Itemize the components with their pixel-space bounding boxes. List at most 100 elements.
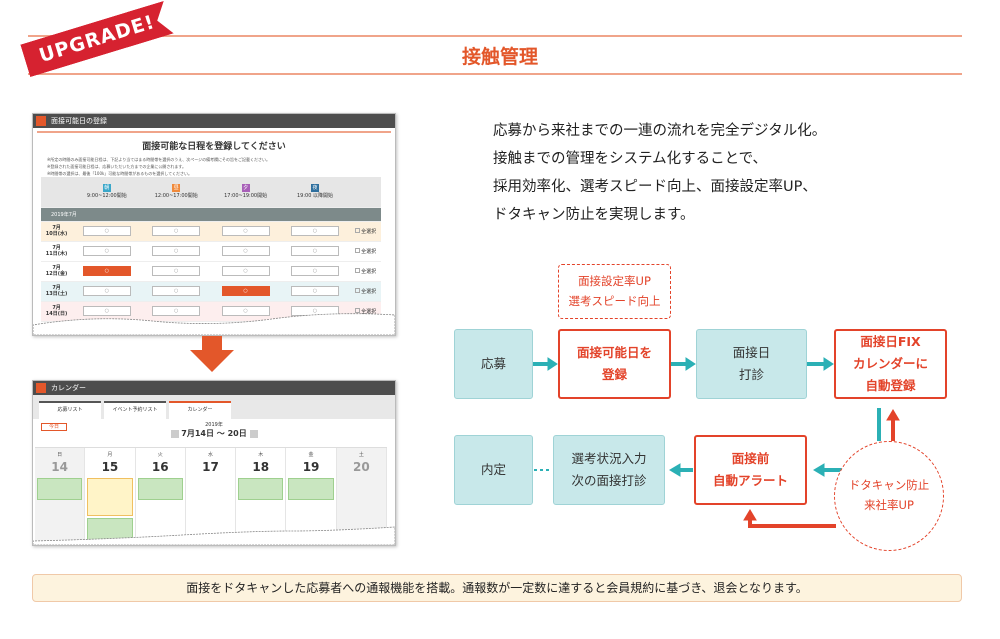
weekday-label: 水 [207, 452, 213, 458]
today-button[interactable]: 今日 [41, 423, 67, 431]
benefit-callout: 面接設定率UP 選考スピード向上 [558, 264, 671, 319]
select-all-label: 全選択 [361, 228, 377, 235]
weekday-label: 火 [157, 452, 163, 458]
weekday-label: 金 [308, 452, 314, 458]
time-slot-toggle[interactable]: ○ [221, 286, 270, 296]
calendar-icon [36, 116, 46, 126]
no-show-prevention-callout: ドタキャン防止 来社率UP [834, 441, 944, 551]
form-heading: 面接可能な日程を登録してください [142, 142, 286, 152]
time-slot-toggle[interactable]: ○ [152, 306, 201, 316]
slot-label: 17:00~19:00開始 [224, 193, 268, 200]
day-number: 16 [151, 460, 169, 474]
day-column: 日 14 [35, 448, 86, 545]
step-fix-date: 面接日FIX カレンダーに 自動登録 [834, 329, 947, 399]
time-slot-toggle[interactable]: ○ [290, 286, 339, 296]
description-line: 採用効率化、選考スピード向上、面接設定率UP、 [493, 179, 817, 195]
select-all-checkbox[interactable] [354, 227, 360, 233]
select-all-checkbox[interactable] [354, 307, 360, 313]
time-slot-toggle[interactable]: ○ [152, 246, 201, 256]
description-line: ドタキャン防止を実現します。 [493, 207, 695, 223]
weekday-label: 月 [107, 452, 113, 458]
calendar-event[interactable] [137, 478, 183, 500]
calendar-year: 2019年 [205, 422, 223, 428]
note-line: ※時間帯の選択は、最後「100k」可能な時間帯があるものを選択してください。 [47, 171, 193, 176]
day-number: 17 [202, 460, 219, 474]
day-column: 火 16 [136, 448, 186, 545]
time-slot-toggle[interactable]: ○ [152, 266, 201, 276]
description: 応募から来社までの一連の流れを完全デジタル化。 接触までの管理をシステム化するこ… [493, 117, 826, 229]
time-slot-toggle[interactable]: ○ [82, 266, 131, 276]
weekday-label: 日 [57, 452, 63, 458]
slot-label: 19:00 以降開始 [296, 193, 333, 200]
select-all-label: 全選択 [361, 308, 377, 315]
time-slot-toggle[interactable]: ○ [152, 286, 201, 296]
time-slot-toggle[interactable]: ○ [221, 306, 270, 316]
slot-label: 9:00~12:00開始 [86, 193, 127, 200]
select-all-checkbox[interactable] [354, 247, 360, 253]
note-line: ※登録された面接可能日程は、応募いただいた方までの企業に公開されます。 [47, 164, 186, 169]
calendar-event[interactable] [288, 478, 334, 500]
arrow-right-icon [685, 357, 696, 371]
time-slot-toggle[interactable]: ○ [290, 266, 339, 276]
window-titlebar: カレンダー [33, 381, 395, 395]
window-title: カレンダー [51, 384, 86, 392]
time-slot-toggle[interactable]: ○ [221, 246, 270, 256]
calendar-screenshot: カレンダー 応募リストイベント予約リストカレンダー 今日 2019年 7月14日… [32, 380, 396, 546]
next-week-button[interactable] [249, 429, 258, 438]
time-slot-toggle[interactable]: ○ [82, 306, 131, 316]
step-status-input: 選考状況入力 次の面接打診 [553, 435, 665, 505]
select-all-label: 全選択 [361, 268, 377, 275]
calendar-icon [36, 383, 46, 393]
table-row: 7月 10日(水) ○ ○ ○ ○ 全選択 [41, 221, 381, 242]
select-all-checkbox[interactable] [354, 267, 360, 273]
window-titlebar: 面接可能日の登録 [33, 114, 395, 128]
time-slot-toggle[interactable]: ○ [290, 246, 339, 256]
divider-bottom [28, 73, 962, 75]
time-slot-toggle[interactable]: ○ [290, 226, 339, 236]
slot-tag: 昼 [172, 184, 181, 193]
description-line: 接触までの管理をシステム化することで、 [493, 151, 768, 167]
day-column: 金 19 [286, 448, 337, 545]
availability-screenshot: 面接可能日の登録 面接可能な日程を登録してください ※所定の時間のみ面接可能日程… [32, 113, 396, 336]
tab-event-reservations[interactable]: イベント予約リスト [104, 401, 166, 419]
description-line: 応募から来社までの一連の流れを完全デジタル化。 [493, 123, 827, 139]
day-number: 20 [352, 460, 370, 474]
section-title: 接触管理 [461, 46, 538, 68]
table-row: 7月 12日(金) ○ ○ ○ ○ 全選択 [41, 261, 381, 282]
time-slot-toggle[interactable]: ○ [152, 226, 201, 236]
calendar-event[interactable] [37, 478, 83, 500]
row-date: 7月 10日(水) [41, 221, 73, 242]
time-slot-toggle[interactable]: ○ [221, 226, 270, 236]
divider-top [28, 35, 962, 37]
time-slot-toggle[interactable]: ○ [221, 266, 270, 276]
select-all-label: 全選択 [361, 248, 377, 255]
day-number: 14 [51, 460, 68, 474]
arrow-up-icon [743, 509, 757, 521]
slot-tag: 夕 [241, 184, 250, 193]
calendar-event[interactable] [238, 478, 284, 500]
slot-tag: 朝 [102, 184, 111, 193]
calendar-event[interactable] [87, 478, 133, 516]
calendar-range: 7月14日 ～ 20日 [181, 429, 247, 438]
select-all-label: 全選択 [361, 288, 377, 295]
time-slot-toggle[interactable]: ○ [82, 226, 131, 236]
day-column: 水 17 [186, 448, 237, 545]
prev-week-button[interactable] [170, 429, 179, 438]
time-slot-toggle[interactable]: ○ [82, 246, 131, 256]
step-propose-date: 面接日 打診 [696, 329, 807, 399]
slot-tag: 夜 [310, 184, 319, 193]
arrow-up-icon [886, 409, 900, 421]
arrow-left-icon [813, 463, 825, 477]
time-slot-toggle[interactable]: ○ [82, 286, 131, 296]
select-all-checkbox[interactable] [354, 287, 360, 293]
tab-applicants[interactable]: 応募リスト [39, 401, 101, 419]
footer-note: 面接をドタキャンした応募者への通報機能を搭載。通報数が一定数に達すると会員規約に… [32, 574, 962, 602]
row-date: 7月 12日(金) [41, 261, 73, 282]
tab-calendar[interactable]: カレンダー [169, 401, 231, 419]
day-number: 19 [302, 460, 320, 474]
arrow-left-icon [669, 463, 681, 477]
